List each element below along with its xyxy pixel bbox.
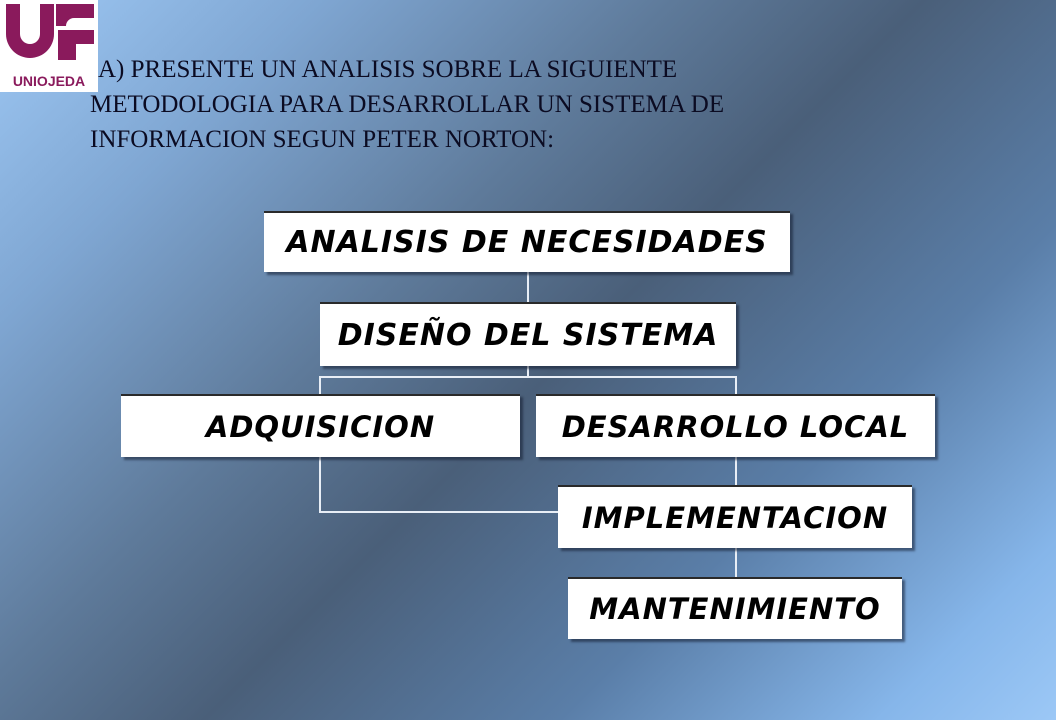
title-line-1: A) PRESENTE UN ANALISIS SOBRE LA SIGUIEN…: [98, 56, 678, 83]
node-implementacion: IMPLEMENTACION: [558, 485, 912, 548]
node-label: IMPLEMENTACION: [581, 500, 889, 535]
node-diseno-del-sistema: DISEÑO DEL SISTEMA: [320, 302, 736, 366]
node-label: ADQUISICION: [205, 409, 436, 444]
node-label: DESARROLLO LOCAL: [561, 409, 910, 444]
node-mantenimiento: MANTENIMIENTO: [568, 577, 902, 639]
node-label: MANTENIMIENTO: [589, 592, 881, 626]
node-adquisicion: ADQUISICION: [121, 394, 520, 457]
node-analisis-de-necesidades: ANALISIS DE NECESIDADES: [264, 211, 790, 272]
page-title: A) PRESENTE UN ANALISIS SOBRE LA SIGUIEN…: [90, 52, 990, 157]
node-label: ANALISIS DE NECESIDADES: [286, 225, 768, 260]
node-label: DISEÑO DEL SISTEMA: [337, 317, 719, 353]
uniojeda-logo: UNIOJEDA: [0, 0, 98, 92]
title-line-2: METODOLOGIA PARA DESARROLLAR UN SISTEMA …: [90, 91, 725, 118]
node-desarrollo-local: DESARROLLO LOCAL: [536, 394, 935, 457]
svg-text:UNIOJEDA: UNIOJEDA: [13, 73, 85, 89]
title-line-3: INFORMACION SEGUN PETER NORTON:: [90, 126, 555, 153]
